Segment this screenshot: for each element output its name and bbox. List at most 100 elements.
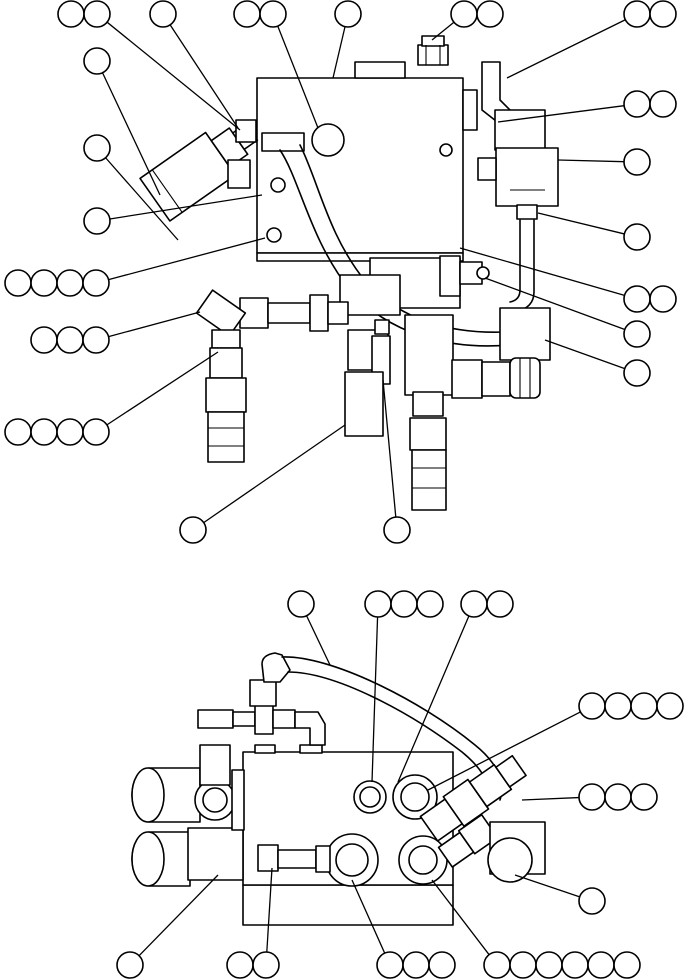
left-nipple: [327, 301, 349, 325]
left-quick-coupler: [207, 411, 245, 463]
leader-line: [101, 72, 161, 196]
callout-group: [431, 879, 641, 979]
callout-bubble: [630, 692, 658, 720]
leader-line: [484, 277, 626, 331]
hose-end-upper: [261, 652, 291, 683]
plug-right: [439, 143, 453, 157]
right-manifold: [499, 307, 551, 361]
leader-line: [169, 24, 239, 129]
left-adapter: [211, 329, 241, 349]
callout-bubble: [483, 951, 511, 979]
right-column-body: [404, 314, 454, 396]
leader-line: [431, 21, 455, 41]
callout-bubble: [30, 269, 58, 297]
callout-bubble: [56, 269, 84, 297]
leader-line: [108, 311, 201, 338]
leader-line: [277, 25, 319, 129]
right-column-hex: [409, 417, 447, 451]
lower-union: [257, 844, 279, 872]
callout-bubble: [476, 0, 504, 28]
callout-group: [83, 134, 179, 241]
callout-group: [431, 0, 504, 41]
callout-group: [427, 692, 684, 791]
callout-bubble: [649, 285, 677, 313]
top-fitting: [354, 61, 406, 79]
callout-bubble: [252, 951, 280, 979]
side-port: [476, 266, 490, 280]
leader-line: [521, 796, 580, 801]
callout-bubble: [656, 692, 684, 720]
main-valve-block: [256, 77, 464, 254]
callout-bubble: [57, 0, 85, 28]
top-nut: [417, 44, 449, 66]
callout-bubble: [390, 590, 418, 618]
callout-group: [233, 0, 319, 129]
callout-group: [179, 424, 346, 544]
top-nut-cap: [421, 35, 445, 47]
callout-bubble: [649, 0, 677, 28]
leader-line: [106, 21, 241, 131]
callout-bubble: [83, 207, 111, 235]
solenoid-fitting: [516, 204, 538, 220]
callout-bubble: [56, 418, 84, 446]
callout-bubble: [623, 0, 651, 28]
bottom-view-assembly: [131, 652, 546, 926]
base-plate: [242, 884, 454, 926]
callout-group: [116, 874, 219, 979]
leader-line: [537, 212, 625, 235]
callout-bubble: [287, 590, 315, 618]
callout-bubble: [259, 0, 287, 28]
callout-bubble: [509, 951, 537, 979]
callout-group: [351, 879, 456, 979]
callout-bubble: [179, 516, 207, 544]
callout-group: [4, 237, 266, 297]
callout-bubble: [376, 951, 404, 979]
leader-line: [266, 867, 273, 953]
callout-group: [506, 0, 677, 79]
callout-bubble: [226, 951, 254, 979]
center-plug: [374, 319, 390, 335]
callout-group: [332, 0, 362, 79]
callout-group: [364, 590, 444, 783]
callout-layer: [4, 0, 684, 979]
hose-end-fitting: [261, 132, 305, 152]
callout-bubble: [623, 90, 651, 118]
callout-bubble: [83, 0, 111, 28]
callout-bubble: [56, 326, 84, 354]
callout-group: [287, 590, 331, 666]
callout-bubble: [383, 516, 411, 544]
leader-line: [431, 879, 490, 956]
callout-group: [30, 311, 201, 354]
leader-line: [459, 247, 625, 297]
callout-bubble: [402, 951, 430, 979]
left-pipe: [267, 302, 311, 324]
callout-bubble: [578, 692, 606, 720]
callout-bubble: [30, 326, 58, 354]
left-union: [309, 294, 329, 332]
callout-group: [544, 339, 651, 387]
left-tee: [227, 159, 251, 189]
callout-group: [226, 867, 280, 979]
callout-group: [514, 874, 606, 915]
callout-bubble: [116, 951, 144, 979]
callout-bubble: [578, 783, 606, 811]
pressure-port: [311, 123, 345, 157]
callout-group: [83, 194, 263, 235]
plug-mid-left: [270, 177, 286, 193]
callout-bubble: [561, 951, 589, 979]
callout-group: [497, 90, 677, 123]
callout-group: [382, 379, 411, 544]
callout-bubble: [630, 783, 658, 811]
callout-bubble: [450, 0, 478, 28]
right-column-nut: [412, 391, 444, 417]
leader-line: [109, 194, 263, 220]
leader-line: [371, 616, 379, 783]
tee-center: [254, 703, 274, 735]
callout-bubble: [82, 418, 110, 446]
callout-bubble: [578, 887, 606, 915]
callout-bubble: [149, 0, 177, 28]
solenoid-connector: [477, 157, 497, 181]
callout-bubble: [4, 418, 32, 446]
block-base-plate: [256, 252, 464, 262]
